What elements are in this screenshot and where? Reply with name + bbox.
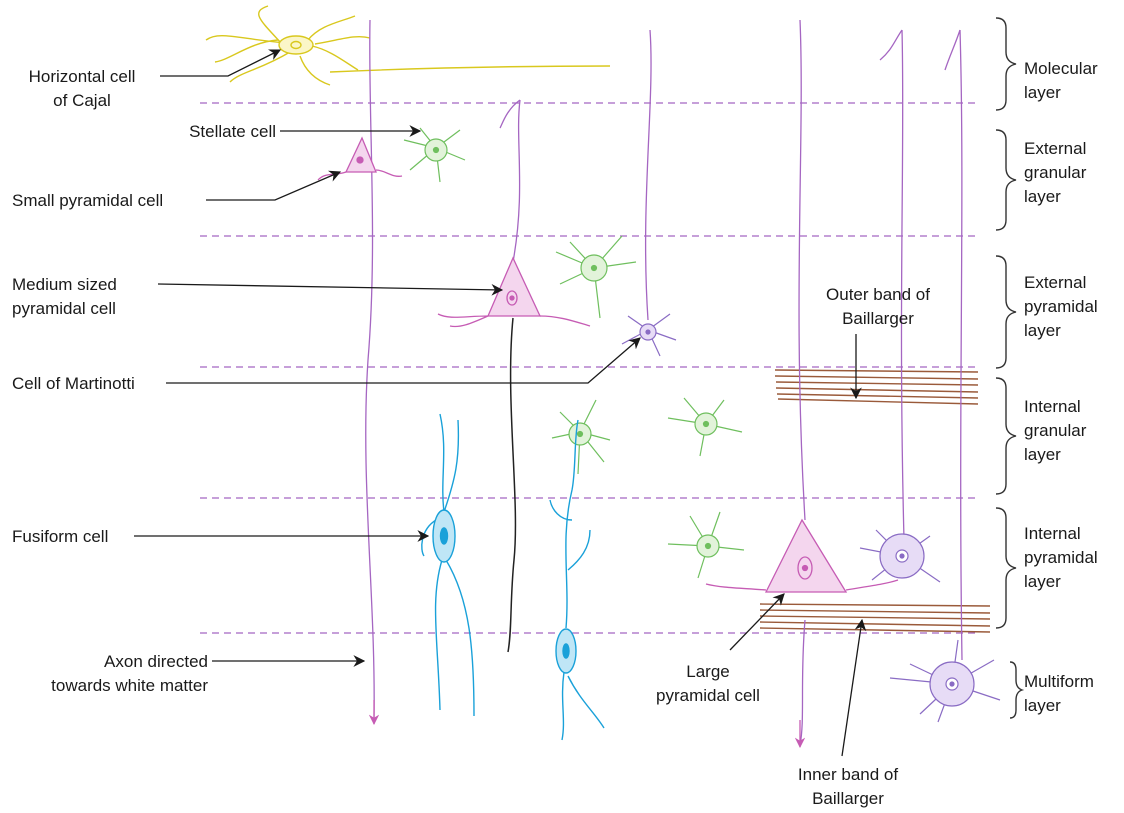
- label-axon-line-2: towards white matter: [51, 676, 208, 695]
- stellate-cell-3: [552, 400, 610, 474]
- leader-inner-band: [842, 620, 862, 756]
- label-outer-band-line-2: Baillarger: [842, 309, 914, 328]
- label-horizontal-cell-line-2: of Cajal: [53, 91, 111, 110]
- leader-small-pyramidal: [206, 172, 340, 200]
- layer-label-molecular-line-2: layer: [1024, 83, 1061, 102]
- brace-internal-granular: [996, 378, 1016, 494]
- layer-label-external-pyramidal-line-2: pyramidal: [1024, 297, 1098, 316]
- label-medium-pyramidal-line-1: Medium sized: [12, 275, 117, 294]
- label-medium-pyramidal: Medium sized pyramidal cell: [12, 275, 117, 318]
- label-outer-band-line-1: Outer band of: [826, 285, 930, 304]
- medium-pyramidal-axon: [508, 318, 515, 652]
- label-fusiform-line-1: Fusiform cell: [12, 527, 108, 546]
- outer-band-fibers: [775, 370, 978, 404]
- label-inner-band-line-1: Inner band of: [798, 765, 898, 784]
- multiform-cell: [890, 640, 1000, 722]
- layer-label-internal-granular: Internal granular layer: [1024, 397, 1087, 464]
- layer-label-molecular-line-1: Molecular: [1024, 59, 1098, 78]
- layer-label-external-pyramidal: External pyramidal layer: [1024, 273, 1098, 340]
- layer-label-molecular: Molecular layer: [1024, 59, 1098, 102]
- label-horizontal-cell-line-1: Horizontal cell: [29, 67, 136, 86]
- label-large-pyramidal-line-1: Large: [686, 662, 729, 681]
- layer-label-internal-pyramidal: Internal pyramidal layer: [1024, 524, 1098, 591]
- stellate-cell-4: [668, 398, 742, 456]
- horizontal-cell-of-cajal: [206, 6, 610, 85]
- leader-lines: [134, 50, 862, 756]
- layer-label-internal-pyramidal-line-2: pyramidal: [1024, 548, 1098, 567]
- leader-martinotti: [166, 338, 640, 383]
- label-horizontal-cell: Horizontal cell of Cajal: [29, 67, 136, 110]
- label-stellate-cell-line-1: Stellate cell: [189, 122, 276, 141]
- label-medium-pyramidal-line-2: pyramidal cell: [12, 299, 116, 318]
- large-pyramidal-cell: [706, 520, 898, 592]
- stellate-cell-5: [668, 512, 744, 578]
- label-axon-line-1: Axon directed: [104, 652, 208, 671]
- label-small-pyramidal-line-1: Small pyramidal cell: [12, 191, 163, 210]
- layer-label-multiform-line-2: layer: [1024, 696, 1061, 715]
- label-fusiform: Fusiform cell: [12, 527, 108, 546]
- fusiform-cell-2: [550, 420, 604, 740]
- brace-molecular: [996, 18, 1016, 110]
- label-large-pyramidal: Large pyramidal cell: [656, 662, 760, 705]
- layer-label-external-granular: External granular layer: [1024, 139, 1087, 206]
- layer-label-internal-pyramidal-line-3: layer: [1024, 572, 1061, 591]
- layer-label-external-granular-line-2: granular: [1024, 163, 1087, 182]
- layer-label-external-granular-line-3: layer: [1024, 187, 1061, 206]
- brace-internal-pyramidal: [996, 508, 1016, 628]
- brace-external-pyramidal: [996, 256, 1016, 368]
- layer-label-internal-granular-line-1: Internal: [1024, 397, 1081, 416]
- layer-label-multiform: Multiform layer: [1024, 672, 1094, 715]
- internal-layer-polygonal-cell: [860, 530, 940, 582]
- label-outer-band: Outer band of Baillarger: [826, 285, 930, 328]
- layer-braces: [996, 18, 1022, 718]
- stellate-cell-1: [404, 128, 465, 182]
- label-inner-band-line-2: Baillarger: [812, 789, 884, 808]
- cell-of-martinotti: [622, 314, 676, 356]
- label-axon: Axon directed towards white matter: [51, 652, 208, 695]
- brace-external-granular: [996, 130, 1016, 230]
- medium-pyramidal-cell: [438, 258, 590, 327]
- label-inner-band: Inner band of Baillarger: [798, 765, 898, 808]
- label-large-pyramidal-line-2: pyramidal cell: [656, 686, 760, 705]
- layer-label-external-pyramidal-line-1: External: [1024, 273, 1086, 292]
- leader-medium-pyramidal: [158, 284, 502, 290]
- fusiform-cell-1: [422, 414, 474, 716]
- layer-label-multiform-line-1: Multiform: [1024, 672, 1094, 691]
- inner-band-fibers: [760, 604, 990, 632]
- layer-label-internal-granular-line-2: granular: [1024, 421, 1087, 440]
- layer-label-internal-pyramidal-line-1: Internal: [1024, 524, 1081, 543]
- layer-label-external-pyramidal-line-3: layer: [1024, 321, 1061, 340]
- brace-multiform: [1010, 662, 1022, 718]
- label-stellate-cell: Stellate cell: [189, 122, 276, 141]
- stellate-cell-2: [556, 236, 636, 318]
- small-pyramidal-cell: [318, 138, 402, 180]
- layer-label-external-granular-line-1: External: [1024, 139, 1086, 158]
- label-martinotti-line-1: Cell of Martinotti: [12, 374, 135, 393]
- layer-label-internal-granular-line-3: layer: [1024, 445, 1061, 464]
- leader-horizontal-cell: [160, 50, 280, 76]
- label-small-pyramidal: Small pyramidal cell: [12, 191, 163, 210]
- label-martinotti: Cell of Martinotti: [12, 374, 135, 393]
